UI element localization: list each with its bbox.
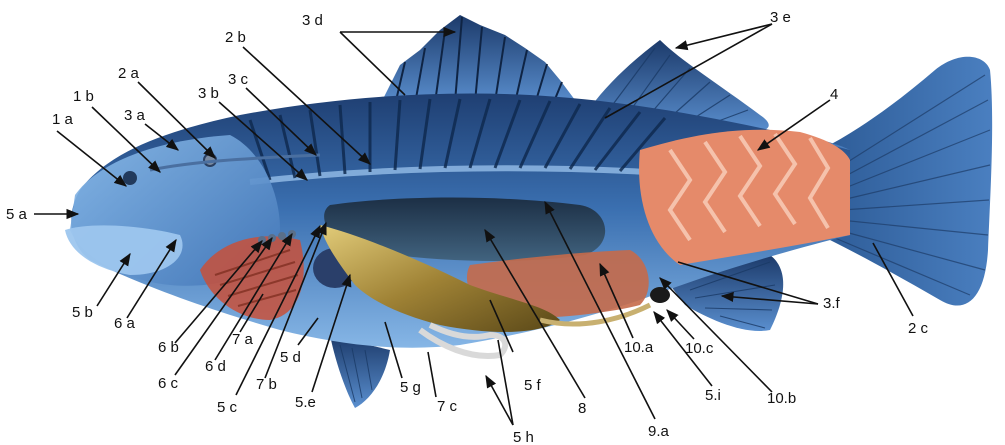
label-9a: 9.a (648, 423, 670, 440)
label-7b: 7 b (256, 376, 277, 393)
label-5b: 5 b (72, 304, 93, 321)
label-2a: 2 a (118, 65, 140, 82)
label-1a: 1 a (52, 111, 74, 128)
label-7a: 7 a (232, 331, 254, 348)
label-6d: 6 d (205, 358, 226, 375)
label-7c: 7 c (437, 398, 458, 415)
label-3e: 3 e (770, 9, 791, 26)
label-3c: 3 c (228, 71, 249, 88)
label-5i: 5.i (705, 387, 721, 404)
label-6a: 6 a (114, 315, 136, 332)
label-5h: 5 h (513, 429, 534, 445)
label-3d: 3 d (302, 12, 323, 29)
label-5a: 5 a (6, 206, 28, 223)
vent (650, 287, 670, 303)
label-5e: 5.e (295, 394, 316, 411)
label-3b: 3 b (198, 85, 219, 102)
label-3a: 3 a (124, 107, 146, 124)
label-8: 8 (578, 400, 586, 417)
label-10c: 10.c (685, 340, 714, 357)
label-5c: 5 c (217, 399, 238, 416)
label-6c: 6 c (158, 375, 179, 392)
label-4: 4 (830, 86, 838, 103)
label-5g: 5 g (400, 379, 421, 396)
label-6b: 6 b (158, 339, 179, 356)
label-2b: 2 b (225, 29, 246, 46)
label-5d: 5 d (280, 349, 301, 366)
label-3f: 3.f (823, 295, 841, 312)
muscle-tissue (639, 130, 850, 265)
label-10a: 10.a (624, 339, 654, 356)
label-10b: 10.b (767, 390, 796, 407)
spiny-dorsal-fin (380, 15, 575, 105)
label-1b: 1 b (73, 88, 94, 105)
label-2c: 2 c (908, 320, 929, 337)
label-5f: 5 f (524, 377, 542, 394)
